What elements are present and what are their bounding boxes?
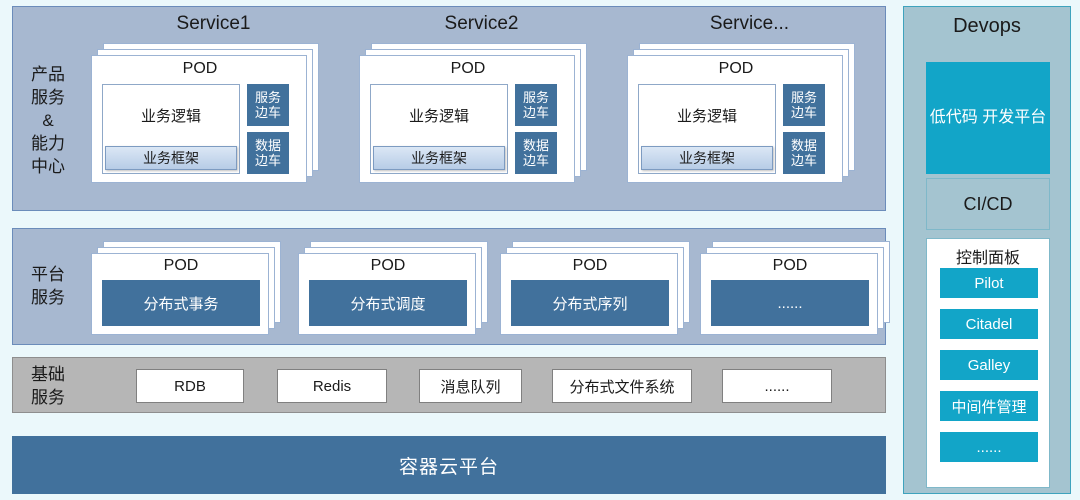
service-title: Service... [709, 13, 790, 34]
pod-inner-container: 业务逻辑 业务框架 [638, 84, 776, 174]
pod-inner-container: 业务逻辑 业务框架 [102, 84, 240, 174]
lowcode-platform-box[interactable]: 低代码 开发平台 [926, 62, 1050, 174]
control-panel-item-more[interactable]: ...... [940, 432, 1038, 462]
main-architecture-column: 产品 服务 & 能力 中心 Service1 POD 业务逻辑 业务框架 服务 … [12, 6, 890, 494]
service-title: Service1 [176, 13, 251, 34]
pod-sheet-front[interactable]: POD ...... [700, 253, 878, 335]
platform-service-name: 分布式序列 [511, 280, 669, 326]
pod-label: POD [718, 60, 754, 77]
control-panel-title: 控制面板 [955, 250, 1020, 267]
control-panel-item-galley[interactable]: Galley [940, 350, 1038, 380]
service-sidecar-box: 服务 边车 [783, 84, 825, 126]
row-label-product: 产品 服务 & 能力 中心 [31, 65, 65, 176]
band-infra-service: 基础 服务 RDB Redis 消息队列 分布式文件系统 ...... [12, 357, 886, 413]
pod-label: POD [572, 257, 608, 274]
control-panel-item-pilot[interactable]: Pilot [940, 268, 1038, 298]
band-product-service: 产品 服务 & 能力 中心 Service1 POD 业务逻辑 业务框架 服务 … [12, 6, 886, 211]
platform-pod-4[interactable]: POD ...... [700, 241, 896, 335]
pod-label: POD [163, 257, 199, 274]
pod-stack[interactable]: POD 业务逻辑 业务框架 服务 边车 数据 边车 [359, 43, 587, 183]
service-group-2[interactable]: Service2 POD 业务逻辑 业务框架 服务 边车 数据 边车 [359, 13, 604, 203]
infra-item-more[interactable]: ...... [722, 369, 832, 403]
container-platform-label: 容器云平台 [398, 456, 499, 478]
pod-label: POD [182, 60, 218, 77]
infra-item-distributed-file-system[interactable]: 分布式文件系统 [552, 369, 692, 403]
infra-item-rdb[interactable]: RDB [136, 369, 244, 403]
pod-sheet-front[interactable]: POD 分布式序列 [500, 253, 678, 335]
pod-inner-container: 业务逻辑 业务框架 [370, 84, 508, 174]
business-logic-box: 业务逻辑 [676, 107, 737, 125]
data-sidecar-box: 数据 边车 [783, 132, 825, 174]
row-label-infra: 基础 服务 [31, 365, 65, 407]
infra-item-redis[interactable]: Redis [277, 369, 387, 403]
control-panel-box: 控制面板 Pilot Citadel Galley 中间件管理 ...... [926, 238, 1050, 488]
business-framework-box: 业务框架 [373, 146, 505, 170]
business-framework-box: 业务框架 [105, 146, 237, 170]
pod-sheet-front[interactable]: POD 业务逻辑 业务框架 服务 边车 数据 边车 [359, 55, 575, 183]
infra-item-message-queue[interactable]: 消息队列 [419, 369, 522, 403]
platform-service-name: 分布式事务 [102, 280, 260, 326]
pod-label: POD [370, 257, 406, 274]
pod-label: POD [772, 257, 808, 274]
devops-panel: Devops 低代码 开发平台 CI/CD 控制面板 Pilot Citadel… [903, 6, 1071, 494]
pod-sheet-front[interactable]: POD 分布式调度 [298, 253, 476, 335]
pod-sheet-front[interactable]: POD 分布式事务 [91, 253, 269, 335]
pod-label: POD [450, 60, 486, 77]
platform-pod-1[interactable]: POD 分布式事务 [91, 241, 287, 335]
devops-title: Devops [953, 15, 1021, 37]
business-framework-box: 业务框架 [641, 146, 773, 170]
service-group-1[interactable]: Service1 POD 业务逻辑 业务框架 服务 边车 数据 边车 [91, 13, 336, 203]
business-logic-box: 业务逻辑 [408, 107, 469, 125]
pod-stack[interactable]: POD 业务逻辑 业务框架 服务 边车 数据 边车 [627, 43, 855, 183]
cicd-box[interactable]: CI/CD [926, 178, 1050, 230]
service-title: Service2 [444, 13, 519, 34]
band-container-cloud-platform: 容器云平台 [12, 436, 886, 494]
band-platform-service: 平台 服务 POD 分布式事务 POD 分布式调度 [12, 228, 890, 345]
pod-sheet-front[interactable]: POD 业务逻辑 业务框架 服务 边车 数据 边车 [91, 55, 307, 183]
service-sidecar-box: 服务 边车 [515, 84, 557, 126]
data-sidecar-box: 数据 边车 [247, 132, 289, 174]
platform-service-name: 分布式调度 [309, 280, 467, 326]
control-panel-item-citadel[interactable]: Citadel [940, 309, 1038, 339]
pod-sheet-front[interactable]: POD 业务逻辑 业务框架 服务 边车 数据 边车 [627, 55, 843, 183]
service-group-3[interactable]: Service... POD 业务逻辑 业务框架 服务 边车 数据 边车 [627, 13, 872, 203]
service-sidecar-box: 服务 边车 [247, 84, 289, 126]
business-logic-box: 业务逻辑 [140, 107, 201, 125]
platform-pod-3[interactable]: POD 分布式序列 [500, 241, 696, 335]
platform-service-name: ...... [711, 280, 869, 326]
platform-pod-2[interactable]: POD 分布式调度 [298, 241, 494, 335]
pod-stack[interactable]: POD 业务逻辑 业务框架 服务 边车 数据 边车 [91, 43, 319, 183]
control-panel-item-middleware[interactable]: 中间件管理 [940, 391, 1038, 421]
data-sidecar-box: 数据 边车 [515, 132, 557, 174]
row-label-platform: 平台 服务 [31, 265, 65, 307]
